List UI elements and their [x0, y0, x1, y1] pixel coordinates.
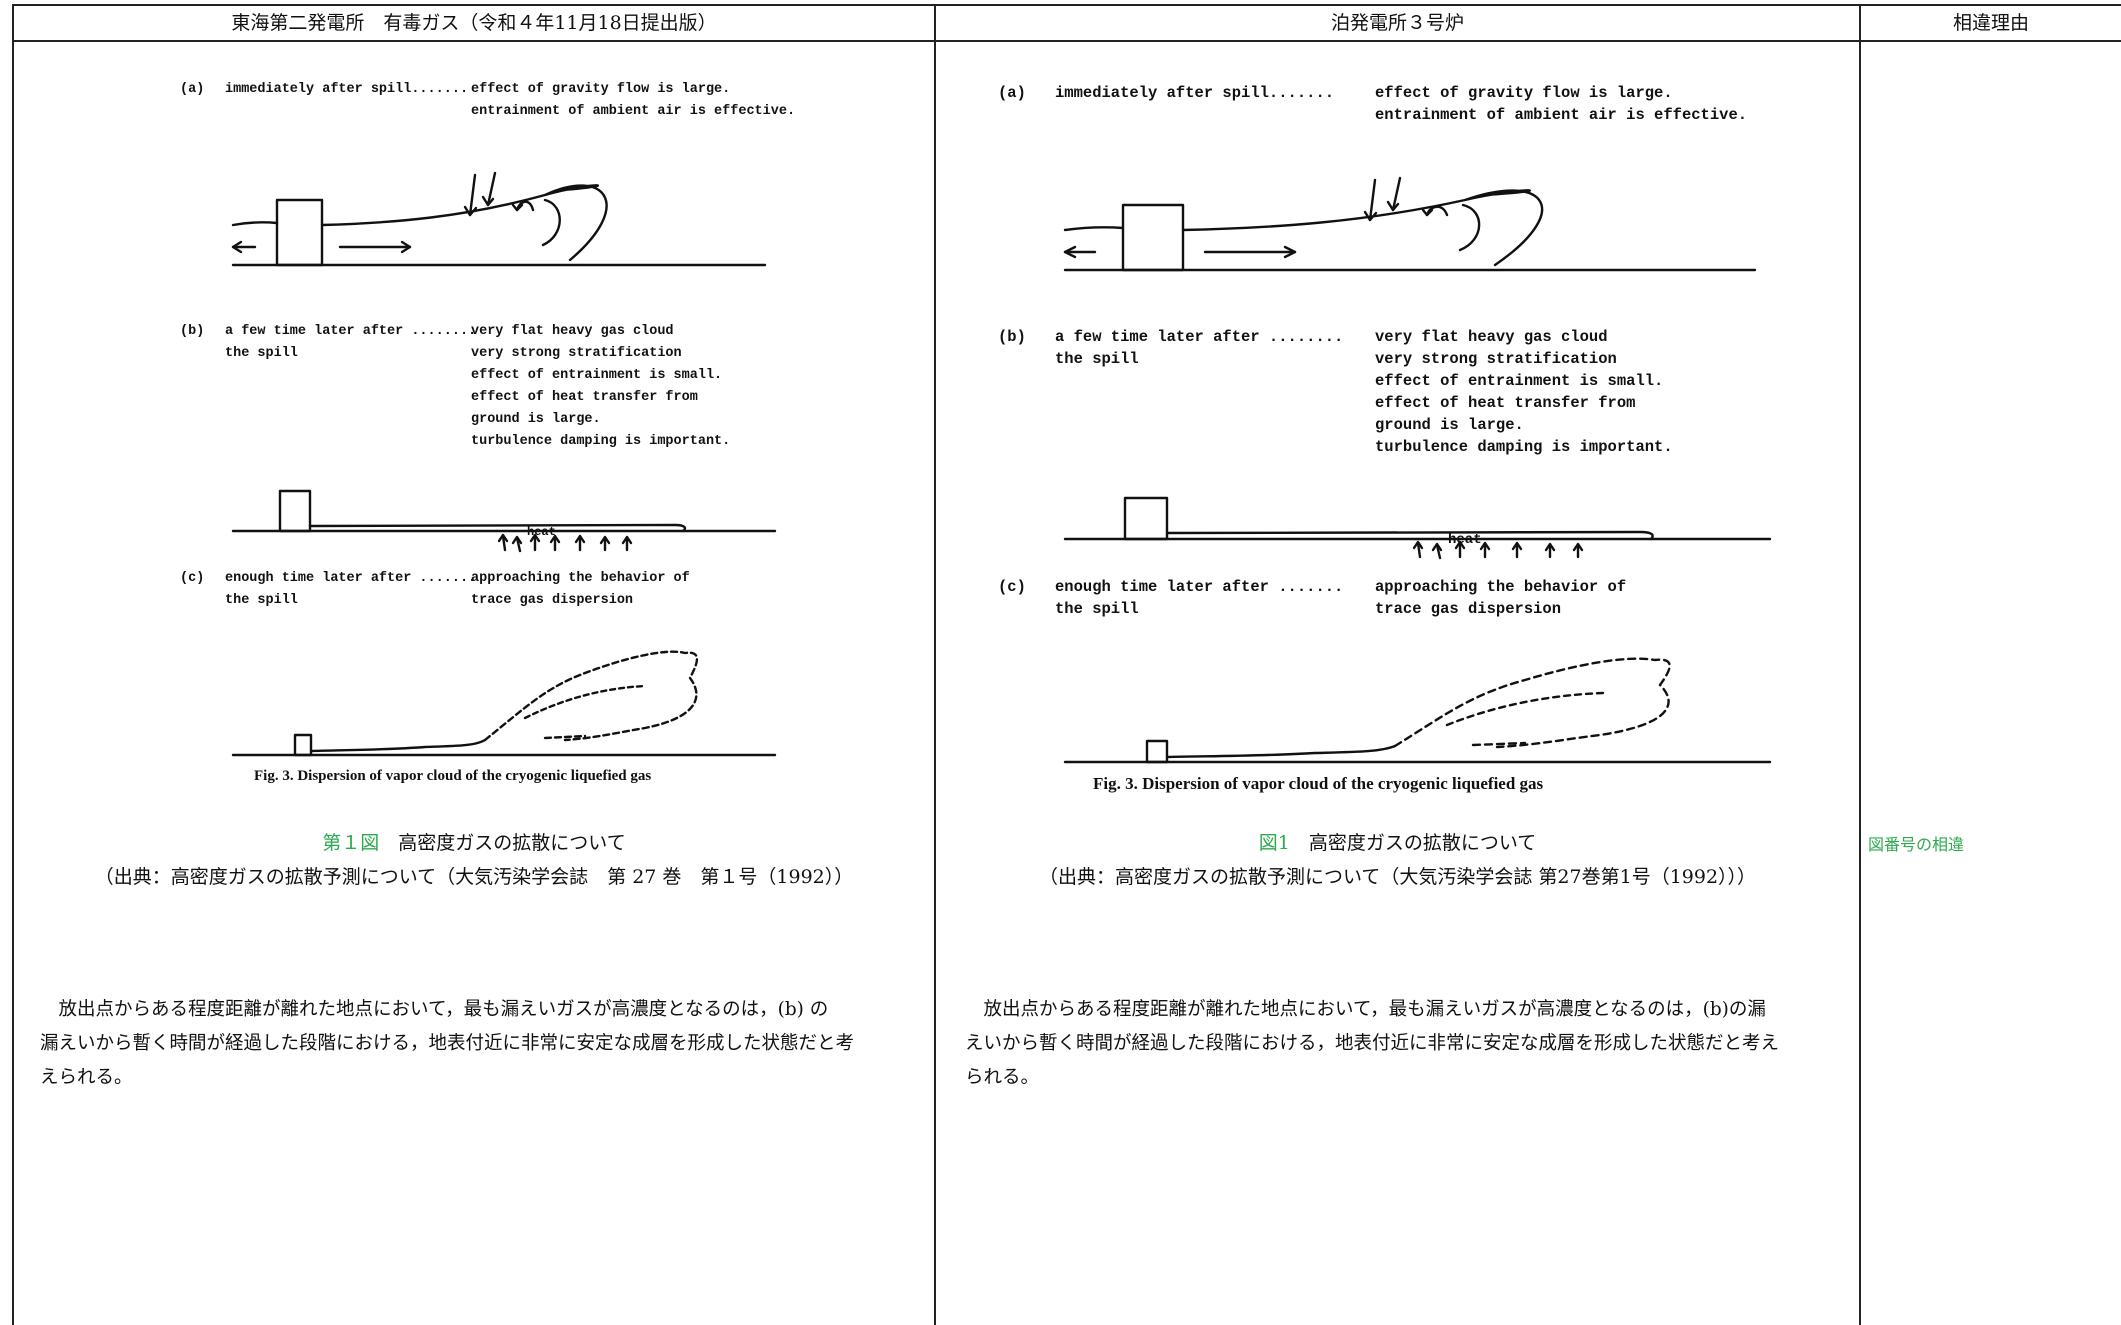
fig-c-label: (c): [998, 578, 1026, 596]
right-figure-source: （出典：高密度ガスの拡散予測について（大気汚染学会誌 第27巻第1号（1992）…: [1038, 866, 1757, 888]
fig-c-effect-2: trace gas dispersion: [471, 593, 634, 608]
right-paragraph: 放出点からある程度距離が離れた地点において，最も漏えいガスが高濃度となるのは，(…: [965, 993, 1855, 1095]
fig-c-effect-1: approaching the behavior of: [471, 571, 690, 586]
left-figure-caption: 第１図 高密度ガスの拡散について: [14, 828, 934, 855]
left-para-line-3: えられる。: [40, 1067, 133, 1088]
difference-reason: 図番号の相違: [1868, 835, 1965, 854]
table-left-border: [12, 4, 14, 1325]
left-fig-title: 高密度ガスの拡散について: [379, 832, 626, 854]
fig-b-effect-6: turbulence damping is important.: [471, 434, 731, 449]
fig-a-label: (a): [180, 82, 205, 97]
diagram-c: [1063, 657, 1772, 764]
right-para-line-1: 放出点からある程度距離が離れた地点において，最も漏えいガスが高濃度となるのは，(…: [965, 999, 1766, 1020]
fig-b-label: (b): [180, 324, 205, 339]
fig-b-effect-3: effect of entrainment is small.: [471, 368, 723, 383]
fig-b-effect-5: ground is large.: [471, 412, 601, 427]
fig-c-label: (c): [180, 571, 205, 586]
header-reason: 相違理由: [1952, 12, 2029, 34]
fig-b-effect-6: turbulence damping is important.: [1375, 438, 1673, 456]
fig-a-effect-1: effect of gravity flow is large.: [1375, 84, 1673, 102]
right-fig-number: 図1: [1258, 832, 1290, 854]
fig-b-effect-3: effect of entrainment is small.: [1375, 372, 1664, 390]
fig-b-effect-2: very strong stratification: [471, 346, 682, 361]
fig-a-label: (a): [998, 84, 1026, 102]
left-figure-source: （出典：高密度ガスの拡散予測について（大気汚染学会誌 第 27 巻 第１号（19…: [94, 866, 854, 888]
fig-b-heat: heat: [1448, 532, 1482, 548]
fig-b-time-2: the spill: [225, 346, 298, 361]
fig-b-effect-2: very strong stratification: [1375, 350, 1617, 368]
fig-c-time-1: enough time later after .......: [1055, 578, 1344, 596]
fig-b-label: (b): [998, 328, 1026, 346]
right-para-line-3: られる。: [965, 1067, 1040, 1088]
fig-a-time: immediately after spill.......: [225, 82, 469, 97]
right-para-line-2: えいから暫く時間が経過した段階における，地表付近に非常に安定な成層を形成した状態…: [965, 1033, 1780, 1054]
table-top-border: [12, 4, 2121, 6]
fig-caption: Fig. 3. Dispersion of vapor cloud of the…: [254, 768, 652, 784]
left-fig-number: 第１図: [322, 832, 380, 854]
column-divider-1: [934, 4, 936, 1325]
fig-b-time-2: the spill: [1055, 350, 1139, 368]
fig-b-time-1: a few time later after ........: [1055, 328, 1344, 346]
left-para-line-2: 漏えいから暫く時間が経過した段階における，地表付近に非常に安定な成層を形成した状…: [40, 1033, 855, 1054]
right-fig-title: 高密度ガスの拡散について: [1289, 832, 1537, 854]
fig-c-time-1: enough time later after .......: [225, 571, 477, 586]
left-paragraph: 放出点からある程度距離が離れた地点において，最も漏えいガスが高濃度となるのは，(…: [40, 993, 930, 1095]
fig-a-effect-2: entrainment of ambient air is effective.: [1375, 106, 1748, 124]
fig-b-effect-5: ground is large.: [1375, 416, 1524, 434]
right-figure-caption: 図1 高密度ガスの拡散について: [936, 828, 1859, 855]
fig-b-effect-4: effect of heat transfer from: [1375, 394, 1636, 412]
header-tomari: 泊発電所３号炉: [1330, 12, 1464, 34]
fig-a-effect-1: effect of gravity flow is large.: [471, 82, 731, 97]
fig-c-time-2: the spill: [1055, 600, 1139, 618]
fig-c-time-2: the spill: [225, 593, 298, 608]
header-bottom-border: [12, 40, 2121, 42]
fig-c-effect-2: trace gas dispersion: [1375, 600, 1562, 618]
fig-a-time: immediately after spill.......: [1055, 84, 1335, 102]
fig-b-effect-1: very flat heavy gas cloud: [1375, 328, 1608, 346]
diagram-b: [231, 489, 777, 553]
fig-b-effect-4: effect of heat transfer from: [471, 390, 698, 405]
left-para-line-1: 放出点からある程度距離が離れた地点において，最も漏えいガスが高濃度となるのは，(…: [40, 999, 829, 1020]
header-tokai: 東海第二発電所 有毒ガス（令和４年11月18日提出版）: [231, 12, 717, 34]
fig-a-effect-2: entrainment of ambient air is effective.: [471, 104, 796, 119]
column-divider-2: [1859, 4, 1861, 1325]
diagram-c: [231, 650, 777, 757]
diagram-a: [231, 171, 767, 267]
fig-b-effect-1: very flat heavy gas cloud: [471, 324, 674, 339]
diagram-a: [1063, 176, 1757, 272]
fig-b-heat: heat: [527, 525, 556, 539]
fig-c-effect-1: approaching the behavior of: [1375, 578, 1627, 596]
diagram-b: [1063, 496, 1772, 560]
fig-caption: Fig. 3. Dispersion of vapor cloud of the…: [1093, 774, 1544, 793]
fig-b-time-1: a few time later after ........: [225, 324, 477, 339]
